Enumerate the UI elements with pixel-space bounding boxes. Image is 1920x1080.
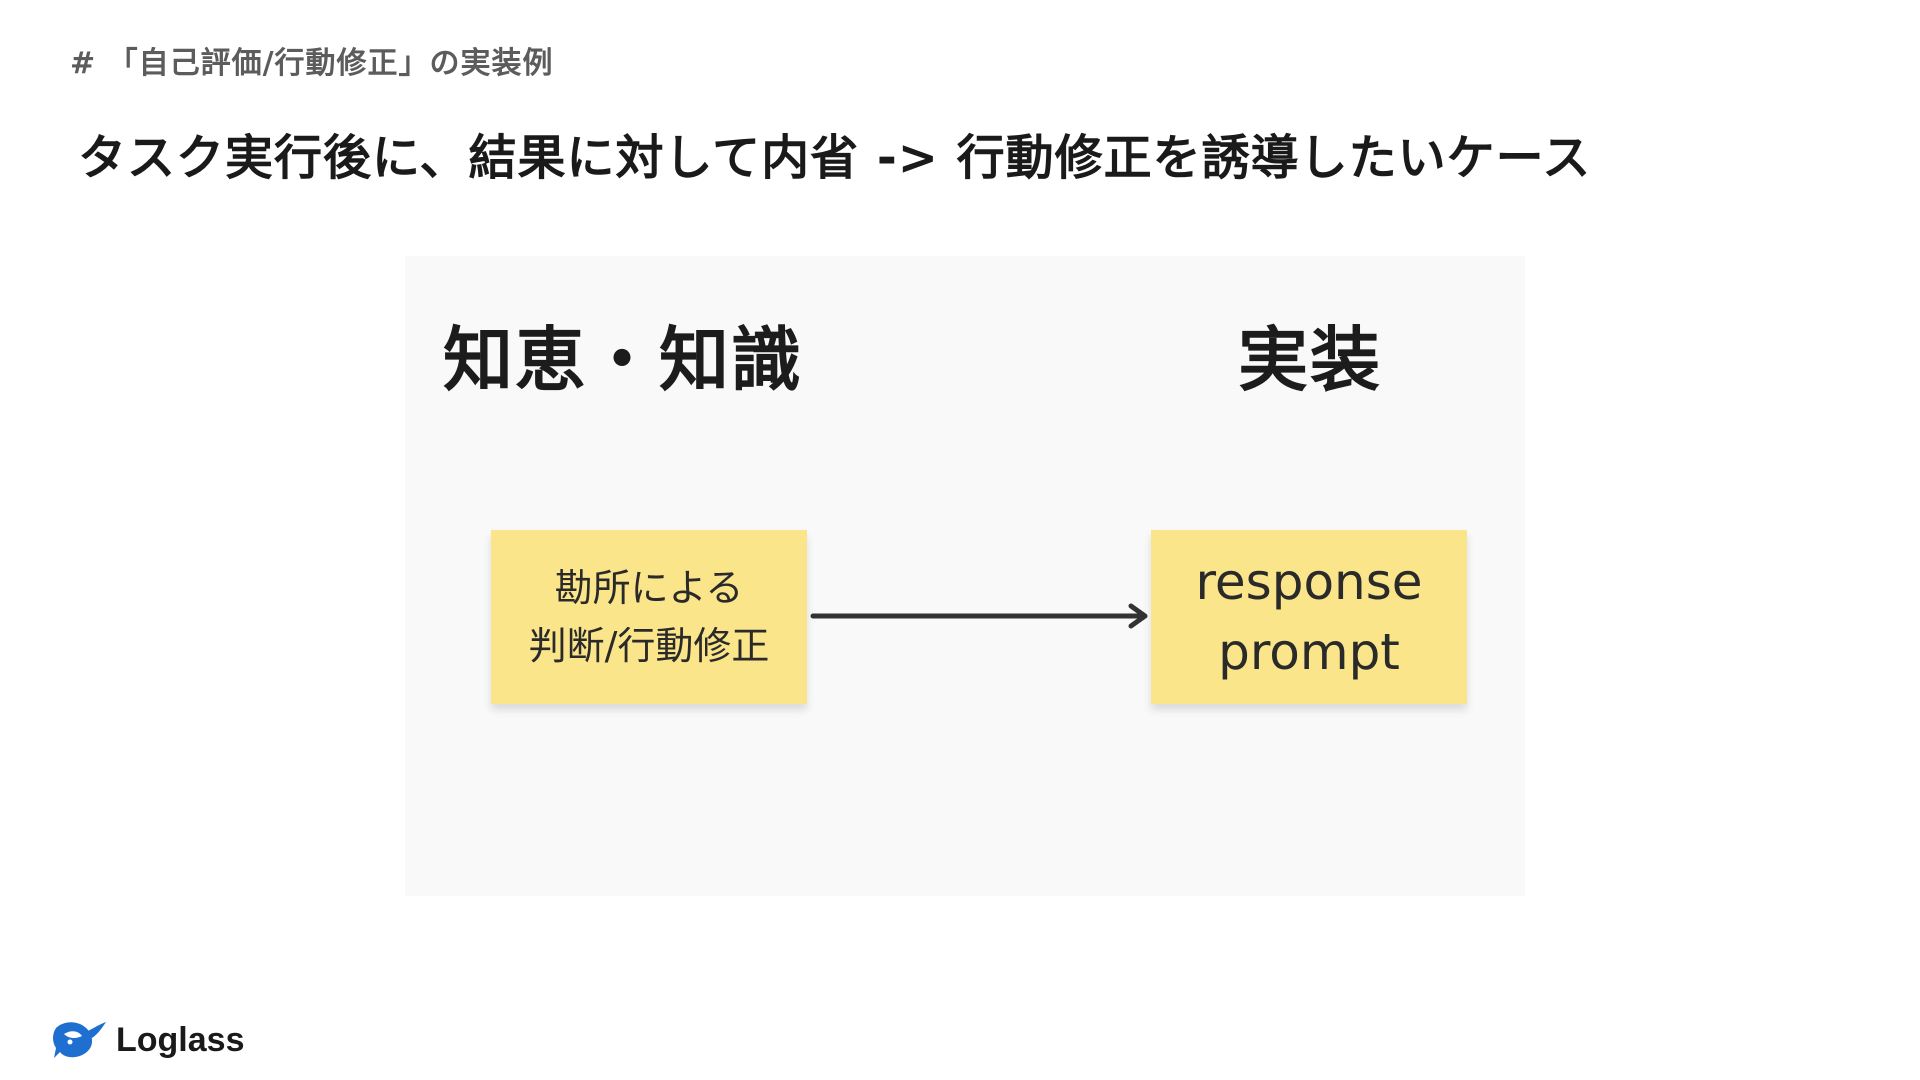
slide-title: タスク実行後に、結果に対して内省 -> 行動修正を誘導したいケース [78,130,1592,186]
section-label: # 「自己評価/行動修正」の実装例 [70,46,554,81]
sticky-note-response-prompt: response prompt [1151,530,1467,704]
knowledge-heading: 知恵・知識 [443,319,803,401]
sticky-note-response-line1: response [1195,553,1423,611]
sticky-note-response-line2: prompt [1218,623,1400,681]
whale-logo-icon [53,1022,106,1058]
loglass-logo: Loglass [50,1018,244,1062]
logo-text: Loglass [116,1020,245,1059]
implementation-heading: 実装 [1238,319,1382,401]
sticky-note-judgment-line2: 判断/行動修正 [528,624,770,668]
arrow-connector [810,603,1148,629]
sticky-note-judgment-line1: 勘所による [554,566,744,610]
sticky-note-judgment: 勘所による 判断/行動修正 [491,530,807,704]
diagram-board: 知恵・知識 実装 勘所による 判断/行動修正 response prompt [405,256,1525,896]
